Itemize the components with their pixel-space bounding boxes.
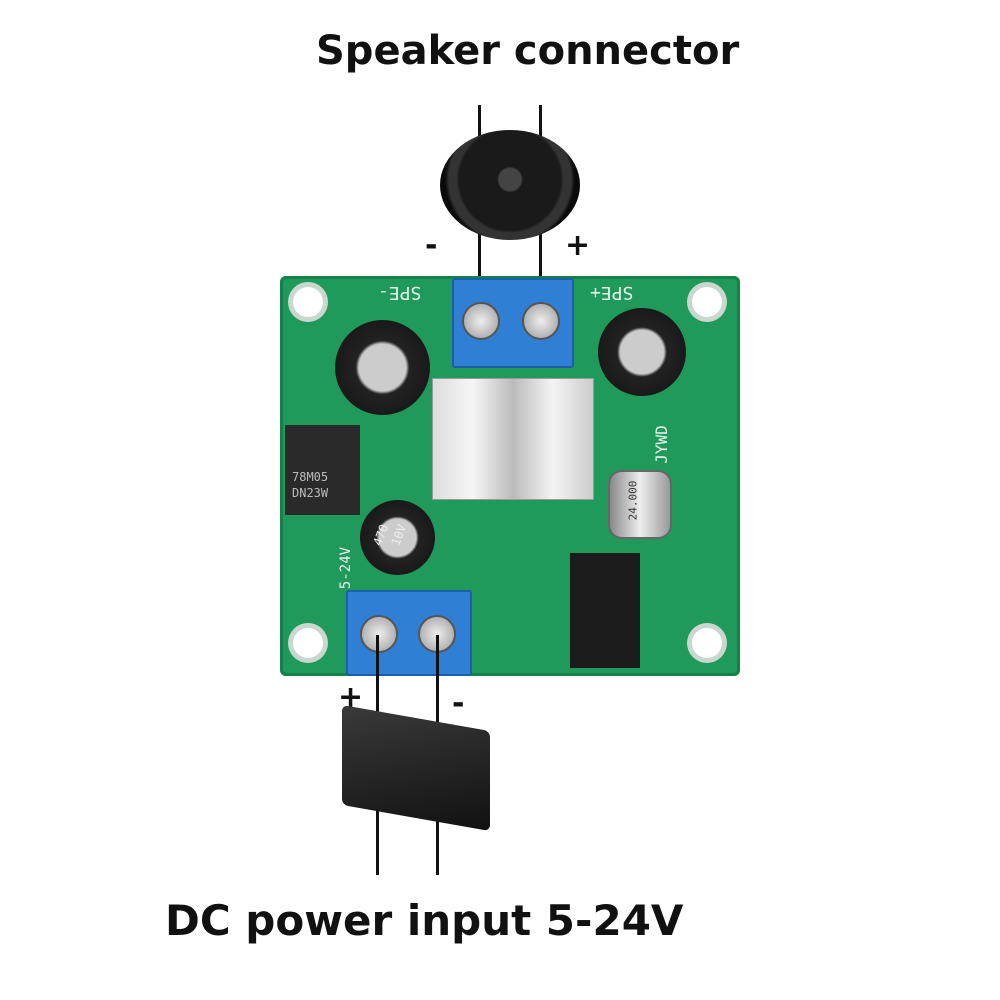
crystal [608, 470, 672, 539]
heatsink [432, 378, 594, 500]
capacitor-470uf [360, 500, 435, 575]
capacitor [335, 320, 430, 415]
power-adapter-icon [342, 704, 490, 832]
speaker-connector-label: Speaker connector [316, 28, 740, 74]
speaker-icon [440, 130, 580, 240]
mounting-hole [293, 628, 323, 658]
silk-brand: JYWD [651, 425, 671, 464]
speaker-plus-sign: + [565, 228, 591, 263]
silk-spe-minus: SPE- [378, 282, 422, 303]
silk-spe-plus: SPE+ [590, 282, 634, 303]
mounting-hole [692, 628, 722, 658]
mounting-hole [293, 287, 323, 317]
crystal-text: 24.000 [626, 480, 640, 521]
capacitor [598, 308, 686, 396]
screw-icon [522, 302, 560, 340]
mounting-hole [692, 287, 722, 317]
speaker-minus-sign: - [425, 228, 438, 263]
regulator-text: 78M05 [292, 470, 329, 484]
chip-ic [570, 553, 640, 668]
regulator-text: DN23W [292, 486, 329, 500]
power-input-label: DC power input 5-24V [165, 896, 684, 945]
power-minus-sign: - [452, 686, 465, 721]
silk-voltage: 5-24V [338, 546, 355, 590]
voltage-regulator [285, 425, 360, 515]
screw-icon [360, 615, 398, 653]
screw-icon [462, 302, 500, 340]
